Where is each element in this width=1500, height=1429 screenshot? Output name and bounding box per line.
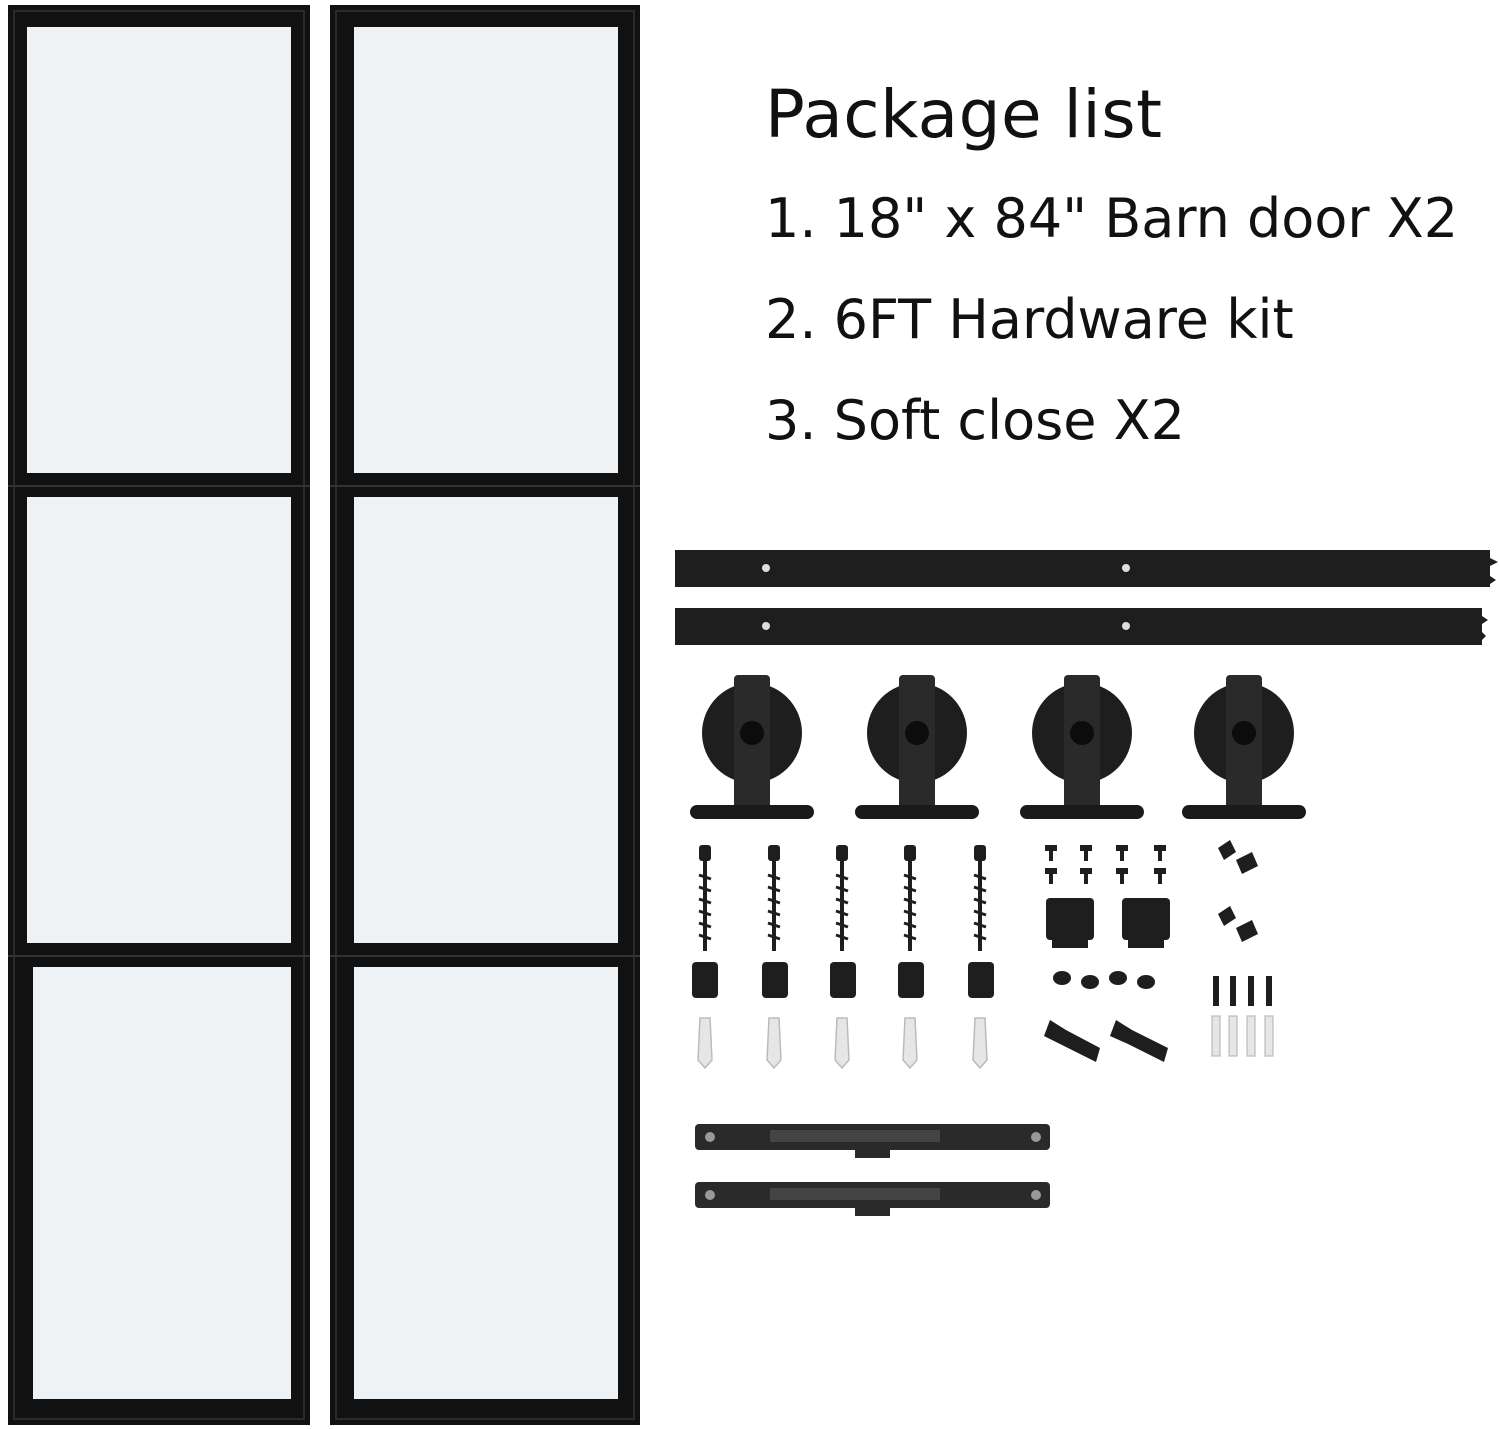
- glass-pane-top: [27, 27, 291, 473]
- screw-anchors: [1211, 1015, 1274, 1057]
- package-list: Package list 1. 18" x 84" Barn door X2 2…: [765, 70, 1458, 471]
- glass-pane-bottom: [354, 967, 618, 1399]
- wall-anchors: [697, 1017, 988, 1070]
- glass-pane-middle: [27, 497, 291, 943]
- package-list-title: Package list: [765, 76, 1163, 153]
- stoppers: [1053, 971, 1155, 989]
- roller-hanger: [690, 675, 814, 819]
- glass-pane-middle: [354, 497, 618, 943]
- barn-door-right: [330, 5, 640, 1425]
- lag-screws: [698, 845, 987, 951]
- hardware-kit-illustration: [670, 540, 1500, 1220]
- soft-close-unit: [695, 1124, 1050, 1158]
- roller-hanger: [1020, 675, 1144, 819]
- package-item-soft-close: 3. Soft close X2: [765, 389, 1186, 452]
- floor-guides: [1046, 898, 1170, 948]
- soft-close-unit: [695, 1182, 1050, 1216]
- wood-screws: [1213, 976, 1272, 1006]
- package-items: 1. 18" x 84" Barn door X2 2. 6FT Hardwar…: [765, 168, 1458, 471]
- barn-door-left: [8, 5, 310, 1425]
- roller-hanger: [1182, 675, 1306, 819]
- track-rail-bottom: [675, 608, 1488, 645]
- door-stops: [1044, 1020, 1168, 1062]
- roller-hanger: [855, 675, 979, 819]
- track-rail-top: [675, 550, 1498, 587]
- small-screws: [1045, 845, 1166, 884]
- spacers: [692, 962, 994, 998]
- glass-pane-top: [354, 27, 618, 473]
- package-item-hardware-kit: 2. 6FT Hardware kit: [765, 288, 1294, 351]
- anti-jump-disks: [1218, 840, 1258, 942]
- package-item-doors: 1. 18" x 84" Barn door X2: [765, 187, 1459, 250]
- glass-pane-bottom: [33, 967, 291, 1399]
